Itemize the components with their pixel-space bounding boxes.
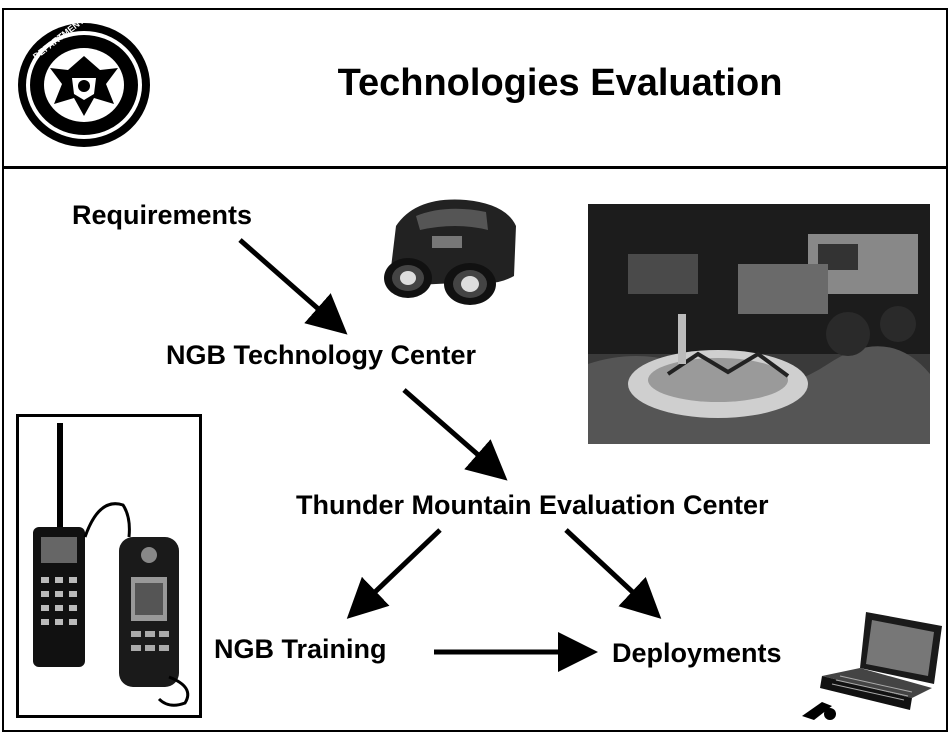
radio-devices-photo <box>16 414 202 718</box>
node-ngb-training: NGB Training <box>214 634 387 664</box>
node-requirements: Requirements <box>72 200 253 230</box>
node-deployments: Deployments <box>612 638 782 668</box>
node-tech-center: NGB Technology Center <box>166 340 477 370</box>
army-seal-icon: DEPARTMENT OF THE ARMY <box>18 20 150 147</box>
binoculars-image <box>384 199 516 305</box>
node-thunder-mountain: Thunder Mountain Evaluation Center <box>296 490 769 520</box>
field-vehicle-photo <box>588 204 930 444</box>
slide-title: Technologies Evaluation <box>337 62 783 104</box>
laptop-image <box>802 612 942 720</box>
header-divider <box>2 166 948 169</box>
slide-frame <box>2 8 948 732</box>
